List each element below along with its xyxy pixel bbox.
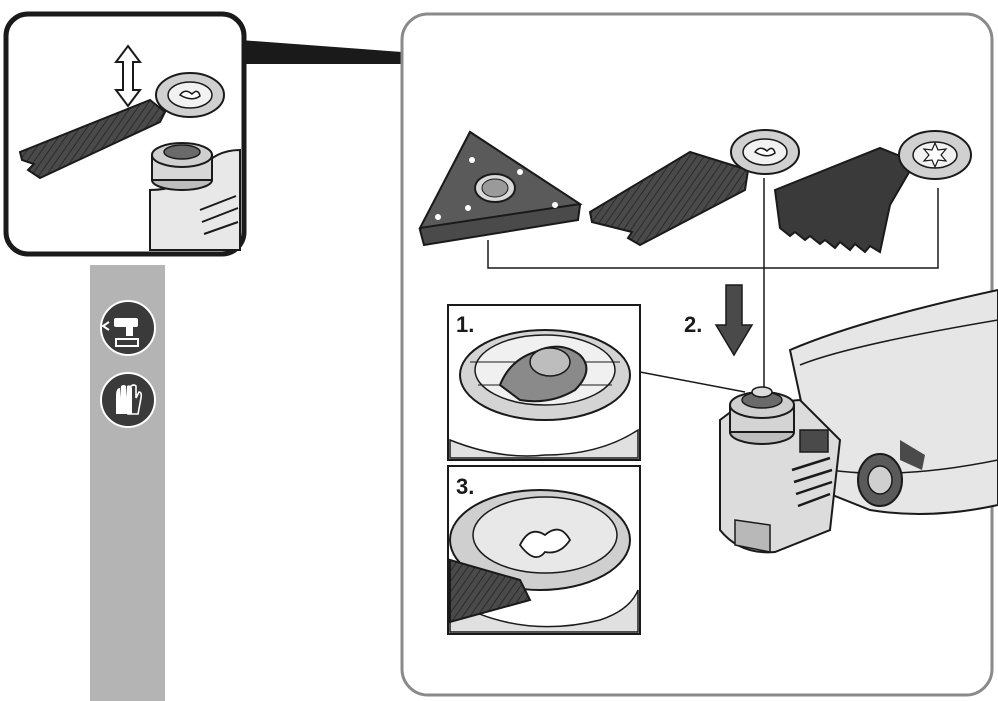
battery-removal-icon <box>100 300 156 356</box>
inset-panel <box>3 11 247 257</box>
segment-saw-blade <box>773 130 972 254</box>
detail-box-3 <box>447 465 641 635</box>
sanding-pad <box>418 130 583 247</box>
detail-box-1 <box>447 304 641 461</box>
plunge-blade <box>588 129 800 247</box>
accessory-bracket <box>487 188 939 269</box>
detail-leader-line <box>639 371 746 393</box>
step-label-3: 3. <box>456 474 474 499</box>
oscillating-tool <box>719 288 998 554</box>
callout-connector <box>240 40 402 64</box>
insert-arrow <box>714 284 754 357</box>
protective-gloves-icon <box>100 372 156 428</box>
step-label-2: 2. <box>684 312 702 337</box>
step-label-1: 1. <box>456 312 474 337</box>
